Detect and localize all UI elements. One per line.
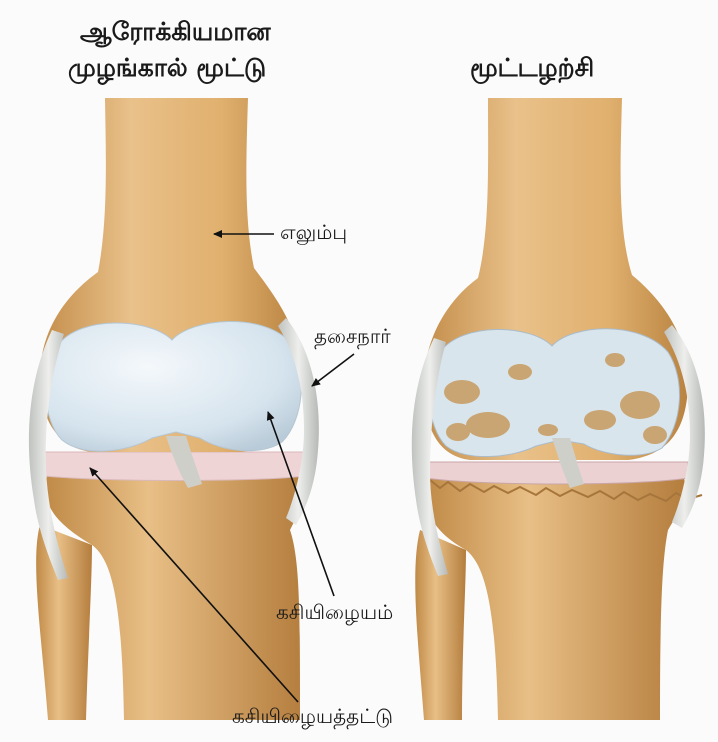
title-healthy-line1: ஆரோக்கியமான bbox=[80, 16, 271, 47]
meniscus-right bbox=[426, 462, 688, 484]
cartilage-left bbox=[46, 321, 302, 451]
title-arthritis: மூட்டழற்சி bbox=[470, 52, 594, 83]
label-cartilage: கசியிழையம் bbox=[276, 600, 393, 627]
arrow-ligament bbox=[312, 354, 354, 386]
fibula-left bbox=[36, 525, 92, 720]
label-ligament: தசைநார் bbox=[314, 324, 391, 351]
title-healthy-line2: முழங்கால் மூட்டு bbox=[68, 52, 266, 83]
label-bone: எலும்பு bbox=[280, 220, 347, 247]
arthritic-knee bbox=[412, 98, 705, 720]
label-meniscus: கசியிழையத்தட்டு bbox=[232, 704, 393, 731]
